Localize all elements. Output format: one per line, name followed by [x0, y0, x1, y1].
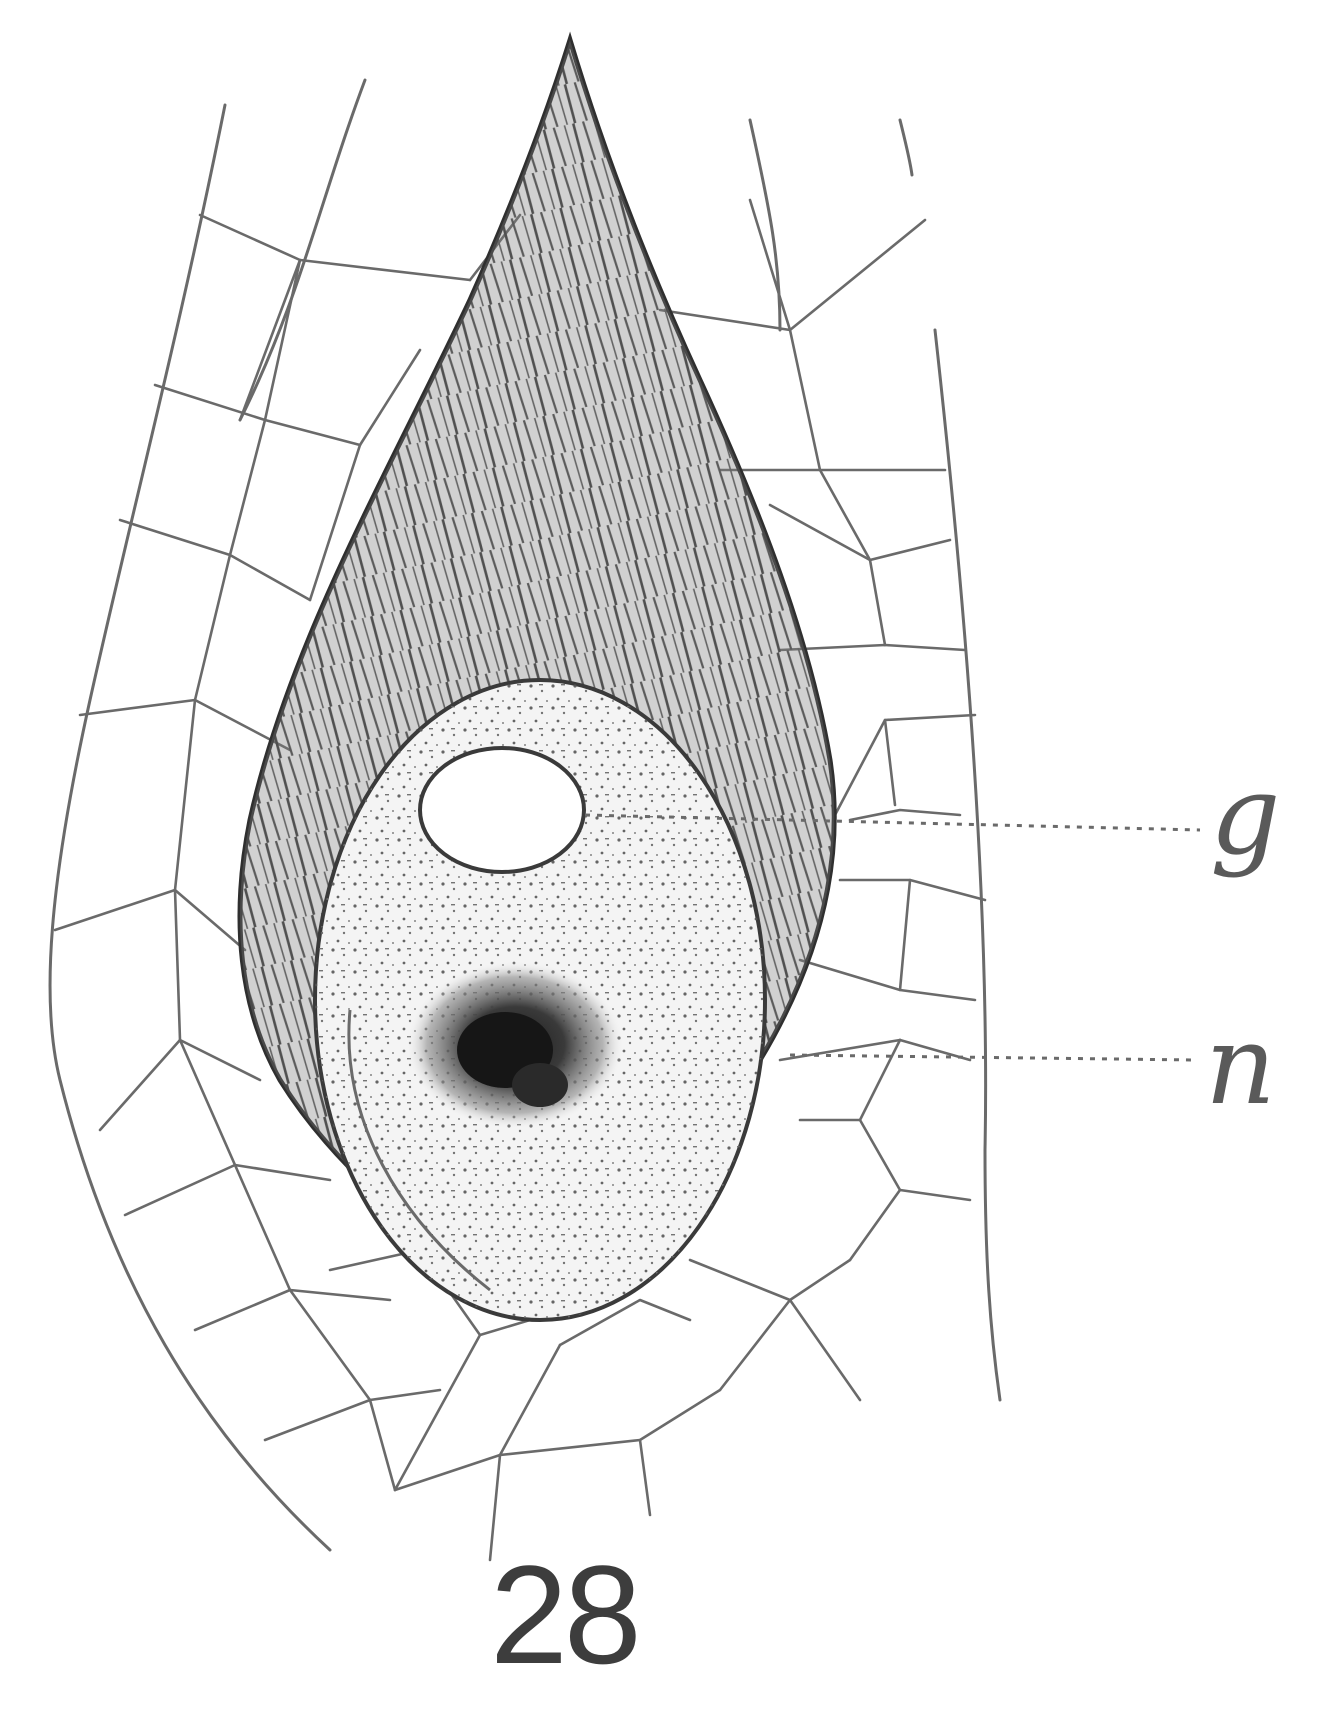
- vacuole: [420, 748, 584, 872]
- label-g: g: [1210, 760, 1280, 870]
- figure-number: 28: [490, 1545, 638, 1685]
- nucleus: [405, 960, 625, 1130]
- label-n: n: [1205, 1010, 1276, 1120]
- leader-line-n: [790, 1055, 1195, 1060]
